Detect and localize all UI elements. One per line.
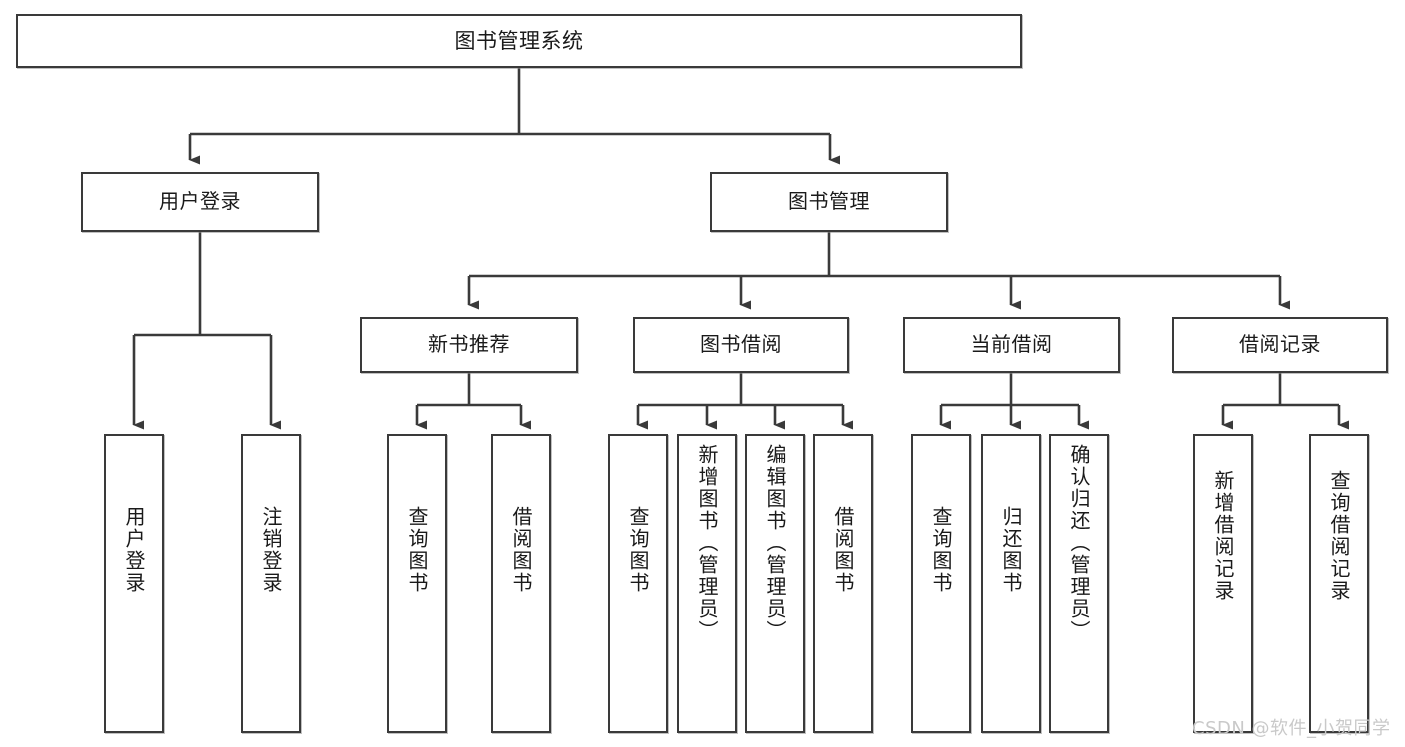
node-label: 查询图书 (929, 506, 953, 594)
node-label: 用户登录 (122, 506, 146, 594)
node-current-borrow[interactable]: 当前借阅 (903, 317, 1120, 373)
node-label: 查询借阅记录 (1327, 470, 1351, 602)
node-user-login[interactable]: 用户登录 (81, 172, 319, 232)
leaf-query-book-current[interactable]: 查询图书 (911, 434, 971, 733)
leaf-add-borrow-record[interactable]: 新增借阅记录 (1193, 434, 1253, 733)
node-label: 借阅图书 (831, 506, 855, 594)
node-borrow-record[interactable]: 借阅记录 (1172, 317, 1388, 373)
node-label: 查询图书 (626, 506, 650, 594)
leaf-query-borrow-record[interactable]: 查询借阅记录 (1309, 434, 1369, 733)
node-label: 编辑图书（管理员） (763, 444, 787, 642)
node-label: 借阅记录 (1239, 332, 1321, 357)
csdn-watermark: CSDN @软件_小贺同学 (1192, 718, 1391, 739)
node-label: 确认归还（管理员） (1067, 444, 1091, 642)
node-label: 注销登录 (259, 506, 283, 594)
node-new-book-recommendation[interactable]: 新书推荐 (360, 317, 578, 373)
node-label: 图书借阅 (700, 332, 782, 357)
node-label: 图书管理 (788, 189, 870, 214)
node-root-book-management-system[interactable]: 图书管理系统 (16, 14, 1022, 68)
node-label: 用户登录 (159, 189, 241, 214)
leaf-return-book[interactable]: 归还图书 (981, 434, 1041, 733)
leaf-edit-book-admin[interactable]: 编辑图书（管理员） (745, 434, 805, 733)
leaf-add-book-admin[interactable]: 新增图书（管理员） (677, 434, 737, 733)
node-label: 新增图书（管理员） (695, 444, 719, 642)
node-book-borrow[interactable]: 图书借阅 (633, 317, 849, 373)
node-label: 新书推荐 (428, 332, 510, 357)
leaf-user-logout[interactable]: 注销登录 (241, 434, 301, 733)
node-book-management[interactable]: 图书管理 (710, 172, 948, 232)
leaf-borrow-book-new-rec[interactable]: 借阅图书 (491, 434, 551, 733)
leaf-confirm-return-admin[interactable]: 确认归还（管理员） (1049, 434, 1109, 733)
node-label: 查询图书 (405, 506, 429, 594)
node-label: 当前借阅 (970, 332, 1053, 357)
leaf-user-login[interactable]: 用户登录 (104, 434, 164, 733)
leaf-query-book-new-rec[interactable]: 查询图书 (387, 434, 447, 733)
node-label: 归还图书 (999, 506, 1023, 594)
node-label: 借阅图书 (509, 506, 533, 594)
leaf-borrow-book-borrow[interactable]: 借阅图书 (813, 434, 873, 733)
leaf-query-book-borrow[interactable]: 查询图书 (608, 434, 668, 733)
node-label: 图书管理系统 (454, 28, 584, 53)
node-label: 新增借阅记录 (1211, 470, 1235, 602)
